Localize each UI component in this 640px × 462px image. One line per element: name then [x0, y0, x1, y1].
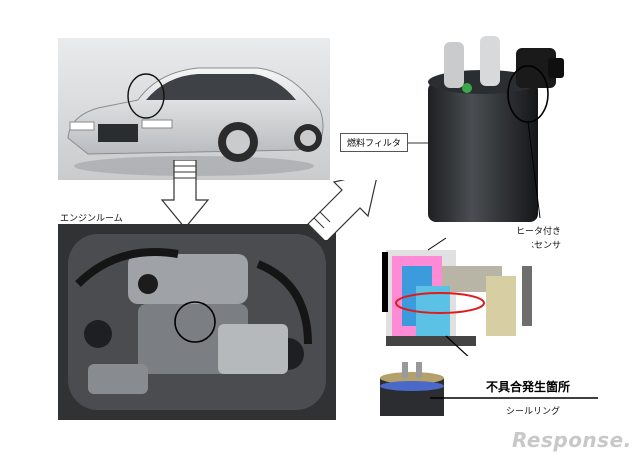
seal-ring-label: シールリング — [506, 407, 561, 417]
car-photo — [58, 38, 330, 180]
response-watermark: Response. — [512, 428, 632, 452]
fuel-filter-illustration — [428, 36, 564, 222]
defect-underline — [430, 397, 598, 399]
engine-illustration — [58, 224, 336, 420]
sensor-cross-section — [382, 236, 532, 361]
defect-location-label: 不具合発生箇所 — [486, 380, 571, 394]
heater-sensor-label-line1: ヒータ付き — [516, 227, 562, 237]
engine-photo — [58, 224, 336, 420]
seal-ring-photo — [372, 362, 450, 418]
down-arrow — [160, 160, 210, 229]
car-illustration — [58, 38, 330, 180]
watermark-text: Response. — [512, 428, 632, 452]
seal-ring-illustration — [372, 362, 450, 418]
diagonal-arrow — [307, 180, 377, 240]
cross-section-illustration — [382, 236, 532, 361]
heater-sensor-label-line2: 凝水センサ — [516, 241, 562, 251]
fuel-filter-label: 燃料フィルタ — [340, 133, 408, 152]
engine-room-label: エンジンルーム — [60, 214, 123, 224]
fuel-filter-image — [420, 22, 570, 224]
